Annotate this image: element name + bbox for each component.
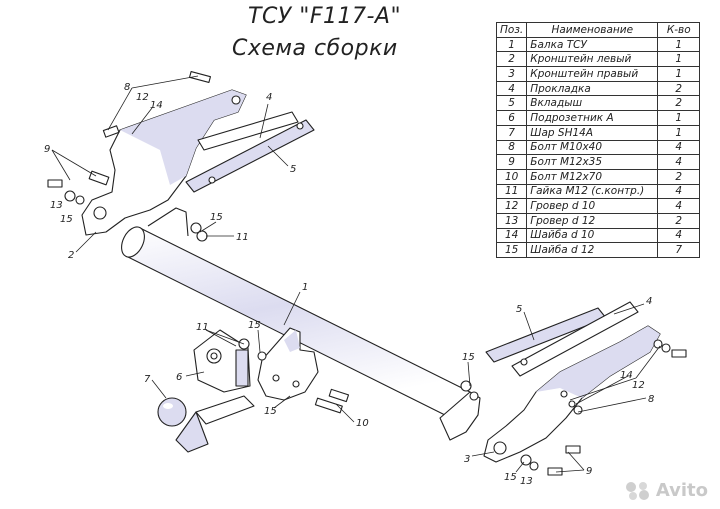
cell-pos: 15 bbox=[495, 242, 528, 258]
label-pos-15-left: 15 bbox=[60, 214, 73, 225]
label-pos-4-right: 4 bbox=[646, 296, 652, 307]
label-pos-4-left: 4 bbox=[266, 92, 272, 103]
position-labels: 1 2 3 4 4 5 5 6 7 8 8 9 9 10 11 11 12 12… bbox=[44, 82, 654, 487]
label-pos-15-right-bottom: 15 bbox=[504, 472, 517, 483]
label-pos-15-beam: 15 bbox=[210, 212, 223, 223]
label-pos-9-left: 9 bbox=[44, 144, 50, 155]
cell-pos: 5 bbox=[495, 95, 528, 112]
cell-qty: 7 bbox=[657, 242, 701, 258]
diagram-title: ТСУ "F117-A" bbox=[248, 4, 402, 29]
label-pos-3: 3 bbox=[464, 454, 470, 465]
cell-qty: 1 bbox=[657, 66, 701, 82]
watermark-text: Avito bbox=[655, 480, 708, 501]
tow-ball bbox=[157, 395, 255, 453]
label-pos-1: 1 bbox=[302, 282, 308, 293]
label-pos-5-left: 5 bbox=[290, 164, 296, 175]
label-pos-12-left: 12 bbox=[136, 92, 149, 103]
label-pos-2: 2 bbox=[68, 250, 74, 261]
label-pos-13-right: 13 bbox=[520, 476, 533, 487]
cell-qty: 4 bbox=[657, 198, 701, 214]
diagram-subtitle: Схема сборки bbox=[232, 36, 398, 61]
cell-pos: 4 bbox=[495, 80, 528, 97]
label-pos-8-right: 8 bbox=[648, 394, 654, 405]
label-pos-15-plate: 15 bbox=[248, 320, 261, 331]
label-pos-10: 10 bbox=[356, 418, 369, 429]
watermark: Avito bbox=[625, 480, 708, 501]
label-pos-12-right: 12 bbox=[632, 380, 645, 391]
right-spacer-plates bbox=[485, 301, 639, 377]
cell-pos: 3 bbox=[495, 66, 528, 82]
tow-ball-bracket bbox=[257, 327, 319, 401]
leader-lines bbox=[51, 75, 661, 473]
cell-pos: 6 bbox=[495, 110, 528, 126]
cell-name: Вкладыш bbox=[526, 95, 659, 112]
fasteners bbox=[47, 70, 687, 476]
label-pos-9-right: 9 bbox=[586, 466, 592, 477]
cell-qty: 2 bbox=[657, 80, 701, 97]
cell-pos: 2 bbox=[495, 51, 528, 68]
label-pos-5-right: 5 bbox=[516, 304, 522, 315]
cell-qty: 1 bbox=[657, 51, 701, 68]
label-pos-13-left: 13 bbox=[50, 200, 63, 211]
label-pos-14-right: 14 bbox=[620, 370, 633, 381]
main-beam bbox=[121, 207, 481, 441]
label-pos-15-right-top: 15 bbox=[462, 352, 475, 363]
cell-name: Кронштейн левый bbox=[526, 51, 659, 68]
label-pos-14-left: 14 bbox=[150, 100, 163, 111]
label-pos-11-left: 11 bbox=[236, 232, 249, 243]
label-pos-11-middle: 11 bbox=[196, 322, 209, 333]
cell-qty: 1 bbox=[657, 110, 701, 126]
label-pos-7: 7 bbox=[144, 374, 151, 385]
label-pos-6: 6 bbox=[176, 372, 182, 383]
label-pos-8-left: 8 bbox=[124, 82, 130, 93]
socket-plate bbox=[193, 329, 251, 393]
cell-qty: 2 bbox=[657, 95, 701, 112]
label-pos-15-bolt: 15 bbox=[264, 406, 277, 417]
left-bracket bbox=[81, 89, 247, 236]
avito-logo-icon bbox=[625, 481, 651, 501]
right-bracket bbox=[483, 325, 661, 463]
left-spacer-plates bbox=[185, 111, 315, 193]
cell-name: Прокладка bbox=[526, 80, 659, 97]
